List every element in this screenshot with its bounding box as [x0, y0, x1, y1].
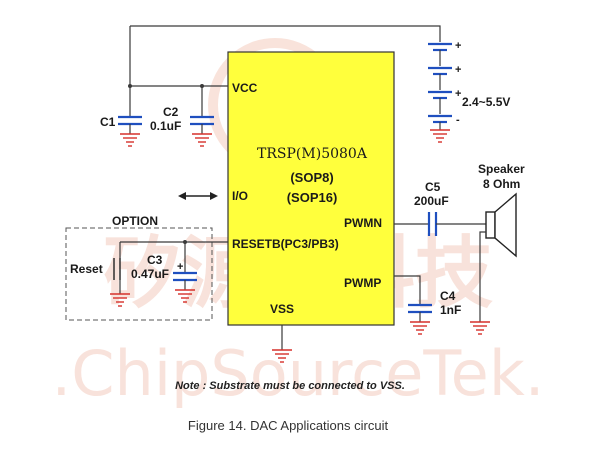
ic-chip-body	[227, 51, 395, 326]
battery-sign-3: +	[455, 88, 461, 100]
vcc-top-rail	[130, 25, 441, 42]
c3-plus-sign: +	[177, 261, 183, 273]
figure-caption: Figure 14. DAC Applications circuit	[188, 418, 389, 433]
c2-value-label: 0.1uF	[150, 119, 181, 133]
battery-sign-4: -	[456, 114, 460, 126]
c2-name-label: C2	[163, 105, 179, 119]
pin-vcc-label: VCC	[232, 81, 258, 95]
c3-name-label: C3	[147, 253, 163, 267]
vss-ground	[272, 325, 292, 363]
chip-package-sop8: (SOP8)	[290, 170, 333, 185]
capacitor-c4	[408, 303, 432, 335]
pin-pwmp-label: PWMP	[344, 276, 381, 290]
speaker-value-label: 8 Ohm	[483, 177, 520, 191]
substrate-note: Note : Substrate must be connected to VS…	[175, 380, 405, 392]
speaker-ground	[470, 231, 490, 335]
speaker-icon	[485, 192, 517, 258]
option-label: OPTION	[112, 214, 158, 228]
chip-package-sop16: (SOP16)	[287, 190, 338, 205]
battery-sign-2: +	[455, 64, 461, 76]
vcc-junction-c1	[128, 84, 132, 88]
option-dashed-box	[65, 227, 213, 321]
c4-value-label: 1nF	[440, 303, 461, 317]
reset-label: Reset	[70, 262, 103, 276]
pin-vss-label: VSS	[270, 302, 294, 316]
reset-switch	[110, 242, 130, 307]
pin-io-label: I/O	[232, 189, 248, 203]
c3-value-label: 0.47uF	[131, 267, 169, 281]
speaker-name-label: Speaker	[478, 162, 525, 176]
pwmp-wire	[394, 275, 421, 304]
battery-voltage-label: 2.4~5.5V	[462, 95, 510, 109]
c5-name-label: C5	[425, 180, 441, 194]
c4-name-label: C4	[440, 289, 456, 303]
watermark-english: .ChipSourceTek.	[52, 337, 545, 410]
battery-sign-1: +	[455, 40, 461, 52]
capacitor-c2	[190, 115, 214, 147]
c5-value-label: 200uF	[414, 194, 449, 208]
battery-stack	[428, 42, 452, 143]
capacitor-c3	[173, 242, 197, 303]
c1-label: C1	[100, 115, 116, 129]
chip-part-number: TRSP(M)5080A	[257, 146, 368, 162]
capacitor-c1	[118, 115, 142, 147]
pin-resetb-label: RESETB(PC3/PB3)	[232, 237, 339, 251]
pin-pwmn-label: PWMN	[344, 216, 382, 230]
io-arrow-icon	[178, 192, 218, 200]
